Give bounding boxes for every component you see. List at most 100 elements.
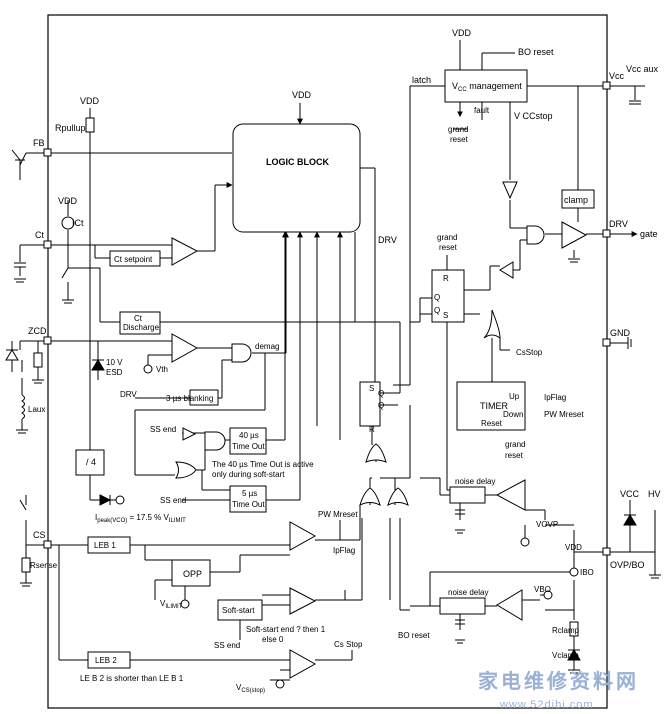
label-noise-delay-1: noise delay [455, 477, 495, 486]
label-fb-pin: FB [33, 138, 45, 148]
label-ct-pin: Ct [35, 230, 44, 240]
ff-or-gate-top [365, 443, 387, 463]
label-ss-end-1: SS end [150, 425, 176, 434]
label-bo-reset-bottom: BO reset [398, 631, 430, 640]
label-ipeak: Ipeak(VCO) = 17.5 % VILIMIT [95, 513, 186, 524]
label-demag: demag [255, 342, 279, 351]
label-ibo: IBO [580, 568, 594, 577]
label-vcc-management: VCC management [452, 81, 522, 93]
label-latch-s: S [443, 311, 448, 320]
blanking-box [189, 389, 219, 406]
drv-driver [561, 221, 588, 249]
label-to40-b: Time Out [232, 442, 265, 451]
latch-or-gate [483, 309, 501, 339]
label-timer-down: Down [503, 410, 523, 419]
label-ss-end-3: SS end [214, 641, 240, 650]
label-fault: fault [474, 106, 490, 115]
label-esd: ESD [106, 368, 123, 377]
flipflop-box [359, 381, 381, 427]
label-grand-reset-1a: grand [448, 125, 468, 134]
label-drv-low: DRV [120, 390, 137, 399]
label-vilimit: VILIMIT [160, 599, 183, 610]
label-ff-q: Q [378, 389, 384, 398]
softstart-box [217, 599, 263, 621]
label-ovp-bo: OVP/BO [610, 560, 645, 570]
label-grand-reset-3a: grand [505, 440, 525, 449]
zcd-comparator [171, 333, 199, 363]
cs-comparator-3 [289, 649, 317, 679]
label-latch-q: Q [434, 293, 440, 302]
label-10v: 10 V [106, 358, 123, 367]
pins [43, 81, 611, 556]
label-csstop-mid: CsStop [516, 348, 543, 357]
label-vcsstop: VCS(stop) [236, 683, 265, 694]
label-clamp: clamp [564, 195, 588, 205]
blank-buffer [182, 427, 197, 441]
timeout5-box [229, 485, 267, 513]
label-blanking: 3 µs blanking [166, 394, 213, 403]
logic-block [232, 123, 361, 233]
watermark-cn: 家电维修资料网 [478, 669, 639, 693]
label-vclamp: Vclamp [552, 651, 579, 660]
label-grand-reset-3b: reset [505, 451, 524, 460]
label-pwmreset-r: PW Mreset [544, 410, 584, 419]
label-timer-up: Up [509, 392, 520, 401]
noise-delay-1-box [449, 486, 486, 504]
label-grand-reset-2a: grand [437, 233, 457, 242]
label-vdd-ict: VDD [58, 196, 78, 206]
label-vdd-rpull: VDD [80, 96, 100, 106]
label-latch-qbar: Q [434, 306, 440, 315]
label-gnd-pin: GND [610, 328, 631, 338]
timer-box [456, 381, 526, 431]
label-softstart: Soft-start [222, 606, 255, 615]
label-timer-reset: Reset [481, 419, 503, 428]
label-vth: Vth [156, 365, 168, 374]
label-leb1: LEB 1 [94, 541, 116, 550]
label-leb-note: LE B 2 is shorter than LE B 1 [80, 674, 184, 683]
label-drv-mid: DRV [378, 235, 397, 245]
label-to40-a: 40 µs [239, 431, 259, 440]
label-vdd-top: VDD [452, 28, 472, 38]
clamp-box [561, 189, 595, 209]
label-ff-qbar: Q [378, 401, 384, 410]
noise-delay-2-box [439, 597, 486, 615]
label-ct-discharge-b: Discharge [123, 323, 160, 332]
label-ss-note-a: Soft-start end ? then 1 [246, 625, 326, 634]
cs-or-gate-1 [359, 487, 381, 506]
label-timer: TIMER [480, 401, 508, 411]
label-grand-reset-2b: reset [439, 243, 458, 252]
label-ct-discharge-a: Ct [134, 314, 143, 323]
label-ipflag-r: IpFlag [544, 393, 566, 402]
bo-comparator [496, 589, 523, 621]
label-hv: HV [648, 489, 661, 499]
label-logic-block: LOGIC BLOCK [266, 157, 329, 167]
latch-box [431, 269, 465, 323]
label-to5-a: 5 µs [242, 489, 257, 498]
label-latch-r: R [443, 274, 449, 283]
label-latch: latch [412, 75, 431, 85]
label-laux: Laux [28, 405, 45, 414]
leb1-box [87, 536, 131, 554]
label-ipflag: IpFlag [333, 546, 355, 555]
cs-comparator-2 [289, 587, 317, 615]
vcc-management-box [444, 69, 528, 103]
div4-box [75, 449, 105, 476]
demag-and-gate [231, 343, 252, 363]
label-ss-end-2: SS end [160, 496, 186, 505]
label-note40-a: The 40 µs Time Out is active [212, 460, 314, 469]
label-cs-stop-bottom: Cs Stop [334, 640, 363, 649]
label-grand-reset-1b: reset [450, 135, 469, 144]
label-drv-pin: DRV [609, 219, 628, 229]
latch-buffer [499, 261, 514, 279]
drv-and-gate [526, 225, 545, 245]
label-zcd-pin: ZCD [28, 326, 47, 336]
cs-comparator-1 [289, 521, 317, 551]
watermark-url: www.52dibi.com [499, 699, 593, 711]
label-vccstop: V CCstop [514, 111, 553, 121]
ct-discharge-box [119, 311, 161, 335]
label-div4: / 4 [86, 457, 96, 467]
timer-and-gate [204, 431, 226, 451]
label-bo-reset-top: BO reset [518, 47, 554, 57]
label-ss-note-b: else 0 [262, 635, 284, 644]
